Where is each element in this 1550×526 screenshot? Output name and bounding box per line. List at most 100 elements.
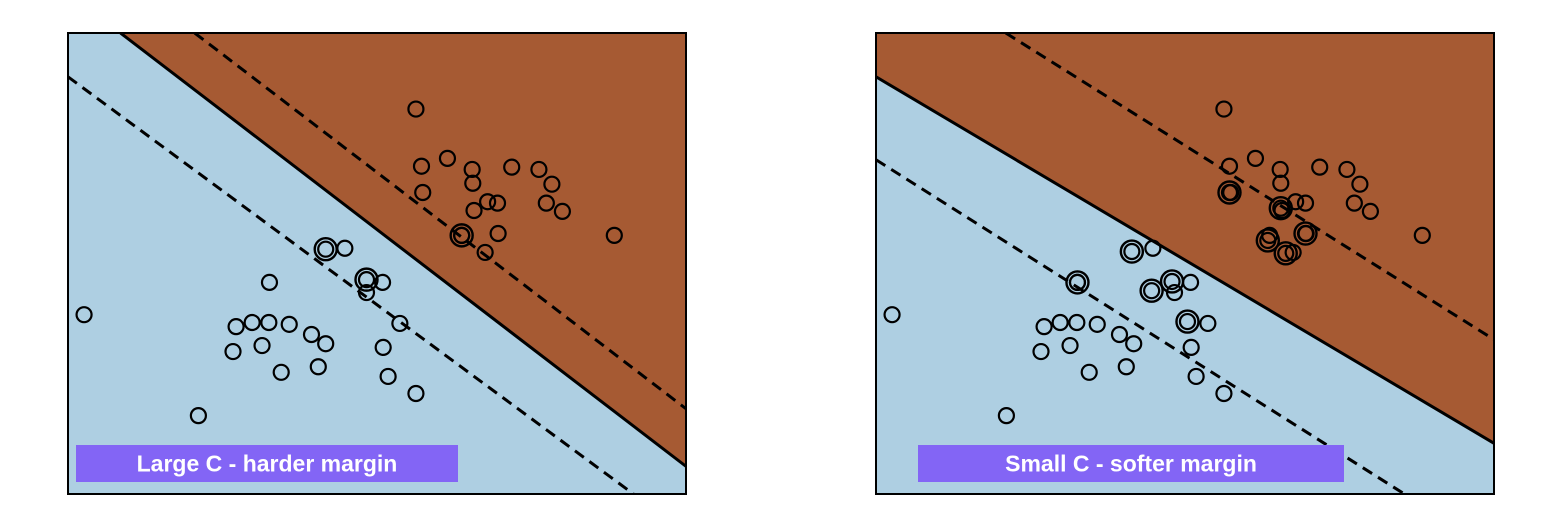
data-point	[1110, 325, 1129, 344]
data-point	[1061, 336, 1079, 355]
data-point	[1215, 100, 1233, 118]
data-point	[1051, 313, 1069, 332]
support-vector-outer-ring	[1217, 180, 1242, 205]
caption-label: Large C - harder margin	[137, 451, 398, 477]
data-point	[224, 342, 242, 361]
support-vector-point	[1220, 183, 1239, 202]
data-point	[1271, 160, 1289, 179]
panel-large-c: Large C - harder margin	[67, 32, 687, 495]
data-point	[1088, 315, 1106, 333]
data-point	[537, 194, 555, 212]
data-point	[1361, 202, 1380, 221]
support-vector-outer-ring	[1273, 241, 1298, 266]
data-point	[1311, 158, 1329, 176]
data-point	[414, 183, 432, 202]
data-point	[1182, 338, 1200, 357]
data-point	[272, 363, 290, 381]
decision-boundary-line	[119, 33, 686, 468]
support-vector-point	[1068, 273, 1087, 292]
data-point	[1080, 363, 1098, 381]
region-class-a	[68, 33, 686, 494]
data-point	[280, 315, 298, 333]
data-point	[1035, 318, 1053, 336]
data-point	[438, 149, 457, 167]
support-vector-outer-ring	[1119, 239, 1145, 264]
support-vector-point	[1123, 242, 1141, 261]
support-vector-outer-ring	[1268, 195, 1293, 221]
data-point	[227, 318, 245, 336]
support-vector-point	[357, 271, 376, 289]
caption-background	[76, 445, 458, 482]
data-point	[1144, 239, 1162, 257]
caption-background	[918, 445, 1344, 482]
support-vector-outer-ring	[1175, 309, 1200, 334]
caption-label: Small C - softer margin	[1005, 451, 1257, 477]
data-point	[883, 306, 901, 324]
support-vector-outer-ring	[1255, 228, 1281, 253]
support-vector-point	[1296, 224, 1315, 243]
support-vector-point	[1163, 272, 1181, 291]
support-vector-point	[1143, 282, 1161, 300]
support-vector-outer-ring	[1159, 269, 1185, 294]
data-point	[1125, 335, 1143, 353]
support-vector-point	[317, 240, 335, 258]
data-point	[379, 367, 397, 386]
data-point	[373, 273, 392, 292]
data-point	[1345, 194, 1363, 212]
data-point	[463, 160, 481, 179]
plot-area	[876, 33, 1494, 494]
data-point	[407, 384, 425, 403]
panel-small-c: Small C - softer margin	[875, 32, 1495, 495]
plot-frame	[875, 32, 1495, 495]
data-point	[1187, 367, 1205, 386]
data-point	[1032, 342, 1050, 361]
decision-boundary-line	[876, 75, 1494, 445]
data-point	[1272, 174, 1290, 192]
data-point	[543, 175, 561, 193]
support-vector-point	[1277, 244, 1295, 262]
support-vector-point	[453, 226, 471, 244]
data-point	[309, 358, 327, 376]
data-point	[1413, 226, 1431, 244]
data-point	[374, 338, 392, 357]
support-vector-point	[1259, 231, 1277, 250]
support-vector-point	[1272, 199, 1290, 217]
data-point	[75, 306, 93, 324]
data-point	[489, 224, 507, 243]
support-vector-outer-ring	[1139, 278, 1164, 303]
data-point	[253, 336, 271, 355]
region-class-b	[876, 33, 1494, 444]
data-point	[357, 283, 376, 302]
margin-line-upper	[193, 33, 686, 410]
data-point	[503, 158, 521, 176]
region-class-a	[876, 76, 1494, 494]
data-point	[476, 243, 494, 262]
plot-area	[68, 33, 686, 494]
data-point	[1220, 157, 1239, 175]
data-point	[243, 313, 261, 332]
plot-frame	[67, 32, 687, 495]
data-point	[553, 202, 572, 221]
support-vector-outer-ring	[449, 223, 474, 248]
data-point	[407, 100, 425, 118]
data-point	[465, 201, 483, 220]
data-point	[464, 174, 482, 192]
margin-line-upper	[1004, 33, 1494, 341]
data-point	[997, 407, 1015, 425]
data-point	[1215, 384, 1233, 403]
data-point	[488, 194, 507, 212]
data-point	[1296, 194, 1315, 212]
margin-line-lower	[876, 158, 1406, 494]
support-vector-outer-ring	[1293, 221, 1318, 246]
data-point	[479, 193, 497, 211]
data-point	[391, 314, 409, 333]
support-vector-outer-ring	[1065, 270, 1090, 295]
support-vector-outer-ring	[354, 267, 379, 292]
data-point	[412, 157, 431, 175]
data-point	[260, 273, 279, 292]
data-point	[1068, 313, 1086, 332]
data-point	[1287, 193, 1305, 211]
data-point	[1351, 175, 1369, 193]
data-point	[302, 325, 321, 344]
